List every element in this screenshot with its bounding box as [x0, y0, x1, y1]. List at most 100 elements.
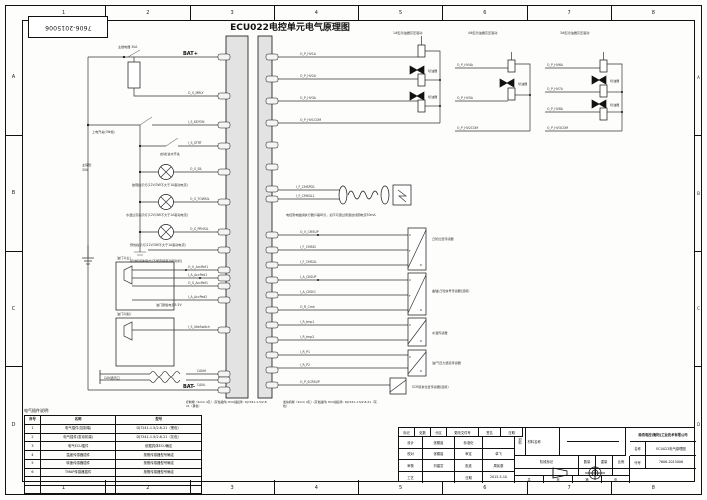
parts-header-model: 型号 — [115, 415, 202, 425]
tb-material-name-value — [560, 428, 626, 456]
svg-text:U: U — [409, 323, 411, 327]
zone-bottom-6: 6 — [442, 480, 526, 495]
zone-left-a: A — [11, 74, 16, 81]
wire-label-keyon: I_S_KEYON — [188, 120, 205, 124]
parts-cell-model: 依据具体ECU确定 — [115, 441, 202, 452]
power-switch-label: 上电开关(ON档) — [92, 129, 115, 134]
injector-group-1: 1#缸喷油器高压驱动 喷油器 喷油器 — [386, 30, 441, 124]
zone-top-1: 1 — [62, 9, 66, 16]
zone-left-b: B — [5, 134, 22, 251]
tb-role-design: 设计 — [399, 437, 423, 449]
zone-right-a: A — [697, 74, 700, 80]
title-block: 标记 处数 分区 更改文件号 签名 日期 设计 张耀祖 校对 张耀祖 审核 刘建… — [398, 427, 696, 483]
drawing-number-box: 7606-2015006 — [28, 16, 108, 38]
tb-page-label: 第 — [573, 475, 602, 483]
parts-cell-name: 温度传感器插件 — [39, 450, 117, 460]
tb-projection-cell — [630, 469, 696, 483]
tb-code-label: 代号 — [630, 456, 646, 469]
wire-label-tmp1: I_R_tmp1 — [300, 320, 314, 324]
wire-label-strt-in: I_S_STRT — [188, 141, 202, 145]
wire-label-hv2com: O_P_HV2COM — [457, 126, 478, 130]
actuator-solenoid: I_F_CMSPD1 I_F_CMSGL1 电控泵电磁阀执行器(1路8针)，如不… — [278, 184, 412, 217]
sensor-block-cam: O_V_CMSUP I_F_CMSIG I_F_CMSGL U F R 凸轮位置… — [278, 227, 454, 271]
tb-role-approve2: 批准 — [455, 460, 483, 472]
tb-code-value: 7606-2015006 — [646, 456, 696, 469]
tb-material-label-text: 材料 — [517, 437, 522, 445]
parts-cell-name: 电气插件(控制端) — [39, 423, 117, 434]
wire-label-tmp2: I_R_tmp2 — [300, 335, 314, 339]
ecu-body-right — [257, 35, 273, 399]
tb-name-label: 名称 — [630, 442, 646, 456]
wire-label-cmsgl1: I_F_CMSGL1 — [296, 194, 315, 198]
tb-weight-value — [596, 468, 613, 476]
injector-group-1-title: 1#缸喷油器高压驱动 — [393, 30, 422, 35]
tb-company: 南岳电控(衡阳)工业技术有限公司 — [630, 428, 696, 442]
tb-scale-value — [613, 468, 630, 476]
zone-left-c: C — [5, 250, 22, 367]
sensor-pressure-label: 油/气压力通道传感器 — [432, 360, 461, 365]
parts-table-caption: 电气插件说明: — [24, 408, 50, 413]
tb-name-approve2: 周民基 — [483, 460, 515, 472]
parts-cell-model: 按照传感器型号确定 — [115, 450, 202, 460]
wire-label-hv8a: O_P_HV8A — [547, 107, 564, 111]
wire-label-hv6a: O_P_HV6A — [547, 63, 564, 67]
tb-name-design: 张耀祖 — [423, 437, 455, 449]
actuator-note: 电控泵电磁阀执行器(1路8针)，如不可通过泵通丝线圈电流50mA — [286, 212, 377, 217]
parts-cell-no: 6 — [24, 467, 41, 478]
wire-label-hv3com: O_P_HV3COM — [547, 126, 568, 130]
tb-page-unit: 页 — [602, 475, 630, 483]
parts-cell-name: TMAP传感器插件 — [39, 467, 117, 478]
sensor-water-temp-label: 水温传感器 — [432, 330, 447, 335]
accel-pedal-1-label: 油门1(主) — [117, 255, 131, 260]
zone-left-d: D — [5, 366, 22, 482]
tb-material-label: 材料 — [515, 428, 526, 456]
ecu-right-pins — [265, 53, 279, 389]
parts-cell-name — [39, 476, 117, 486]
wire-label-hv1a: O_P_HV1A — [300, 52, 317, 56]
parts-cell-name: 转速传感器插件 — [39, 458, 117, 469]
zone-top-3: 3 — [189, 5, 274, 20]
wire-label-sil: O_S_SIL — [190, 167, 202, 171]
starter-label: 起动机控制输出(不能直接驱动起动机) — [130, 258, 182, 263]
wire-label-cmsig: I_F_CMSIG — [300, 245, 317, 249]
injector-4-note: 喷油器 — [518, 81, 527, 86]
wire-label-canh: CANH — [197, 369, 207, 373]
sensor-scr-label: SCR尿素位置传感器(选用) — [412, 384, 449, 389]
parts-cell-name — [39, 484, 117, 495]
fuse-rating: 30A — [82, 168, 89, 172]
wire-label-p1: I_R_P1 — [300, 350, 310, 354]
table-row — [24, 484, 202, 495]
svg-text:F: F — [409, 249, 411, 253]
tb-qty-label: 数量 — [579, 455, 596, 469]
projection-symbol — [552, 466, 605, 480]
wire-label-canl: CANL — [197, 383, 206, 387]
sensor-block-crank: I_A_CKSUP I_A_CKSIG O_R_Crnk U F R 曲轴/凸轮… — [278, 272, 470, 316]
bat-plus-label: BAT+ — [183, 51, 198, 57]
tb-role-review: 审核 — [399, 460, 423, 472]
zone-top-7: 7 — [526, 5, 611, 20]
tb-stage-value — [515, 468, 579, 476]
parts-cell-no: 1 — [24, 423, 41, 434]
svg-text:R: R — [420, 339, 422, 343]
tb-weight-label: 重量 — [596, 455, 613, 469]
wire-label-cmsup: O_V_CMSUP — [300, 230, 319, 234]
main-relay-coil — [127, 61, 141, 89]
tb-date-header: 日期 — [501, 428, 523, 437]
fuse-label: 主保险 — [82, 162, 92, 167]
table-row: 1 电气插件(控制端) DJ7241-1.5/2.8-21（黑色） — [24, 423, 202, 434]
wire-label-hv1com: O_P_HV1COM — [300, 118, 321, 122]
svg-text:R: R — [420, 263, 422, 267]
sensor-block-scr: O_P_SCRSUP SCR尿素位置传感器(选用) — [278, 377, 449, 395]
parts-header-no: 序号 — [24, 415, 41, 425]
tb-role-date: 日期 — [455, 471, 483, 483]
ecu-body-left — [225, 35, 249, 399]
injector-1-note: 喷油器 — [428, 68, 437, 73]
injector-6-note: 喷油器 — [610, 78, 619, 83]
tb-total-unit: 页 — [544, 475, 573, 483]
zone-bottom-4: 4 — [273, 480, 358, 495]
wire-label-hv4a: O_P_HV4A — [457, 63, 474, 67]
zone-top-5: 5 — [358, 5, 442, 20]
wire-label-scrsup: O_P_SCRSUP — [300, 380, 320, 384]
